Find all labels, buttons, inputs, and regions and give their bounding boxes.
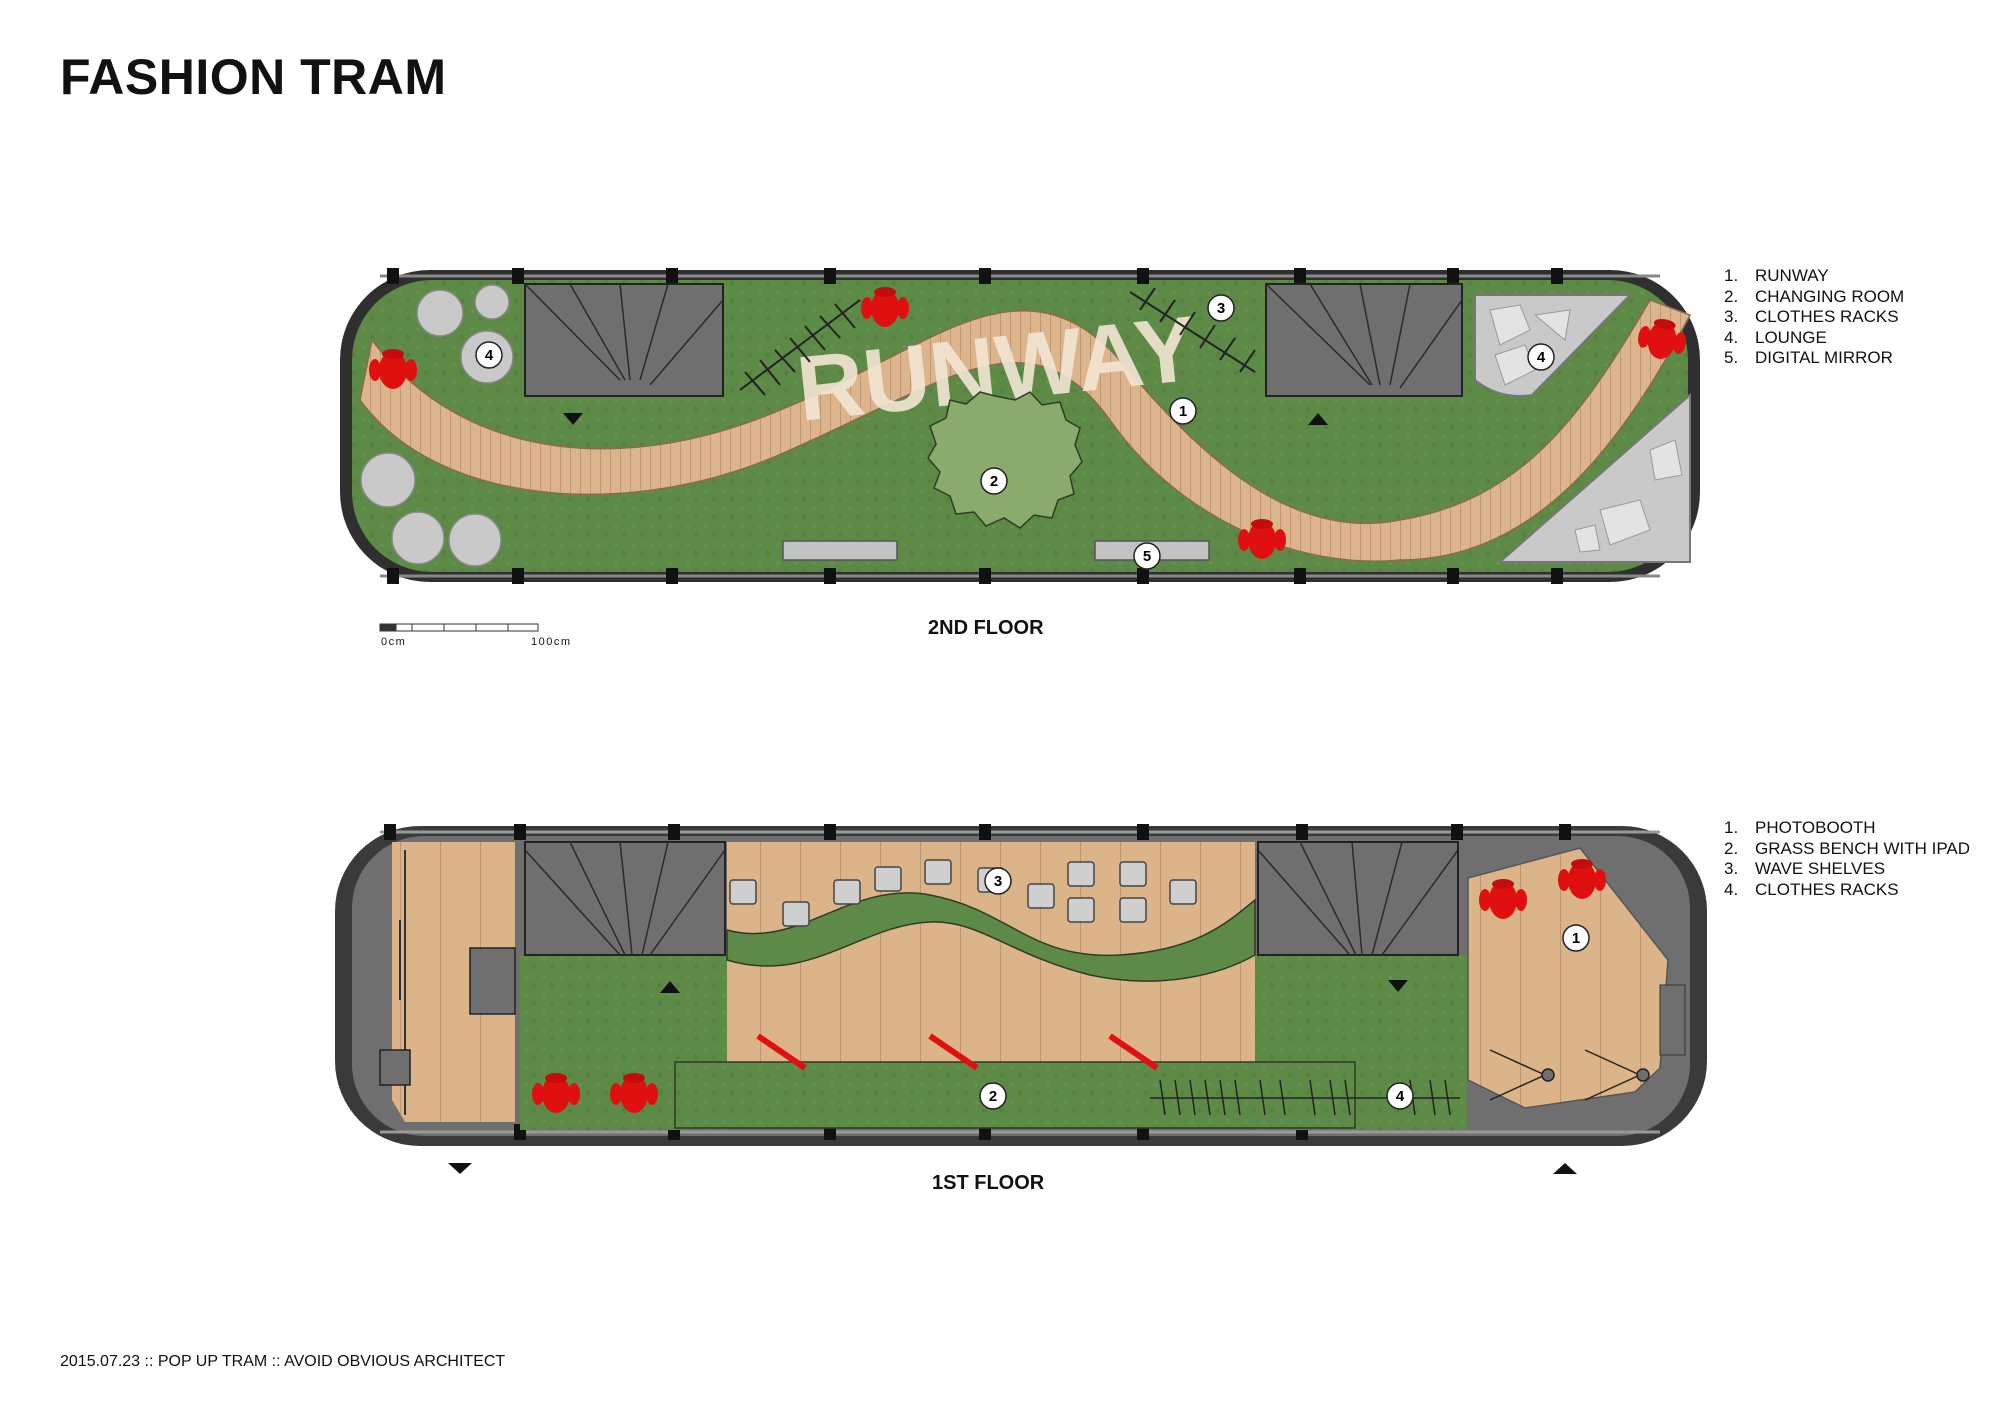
legend-item: 2.GRASS BENCH WITH IPAD bbox=[1724, 838, 1971, 858]
clothes-rack-right bbox=[1129, 287, 1256, 373]
svg-text:2: 2 bbox=[990, 473, 998, 490]
digital-mirror-left bbox=[782, 540, 898, 561]
svg-text:3: 3 bbox=[994, 873, 1002, 890]
marker-2f-3: 3 bbox=[1207, 294, 1235, 322]
marker-2f-1: 1 bbox=[1169, 397, 1197, 425]
scale-start-label: 0cm bbox=[381, 636, 407, 648]
svg-text:5: 5 bbox=[1143, 548, 1151, 565]
svg-text:4: 4 bbox=[485, 347, 494, 364]
svg-text:2: 2 bbox=[989, 1088, 997, 1105]
second-floor-plan: RUNWAY bbox=[340, 268, 1700, 584]
legend-item: 1.RUNWAY bbox=[1724, 266, 1829, 285]
legend-item: 2.CHANGING ROOM bbox=[1724, 286, 1905, 306]
staircase-right bbox=[1265, 283, 1463, 425]
entrance-arrow-left bbox=[448, 1163, 472, 1174]
legend-second-floor: 1.RUNWAY 2.CHANGING ROOM 3.CLOTHES RACKS… bbox=[1724, 266, 1904, 369]
grass-bench bbox=[674, 1061, 1356, 1129]
legend-item: 5.DIGITAL MIRROR bbox=[1724, 348, 1893, 367]
marker-2f-2: 2 bbox=[980, 467, 1008, 495]
marker-1f-4: 4 bbox=[1386, 1082, 1414, 1110]
legend-item: 1.PHOTOBOOTH bbox=[1724, 818, 1876, 837]
wave-shelves bbox=[726, 892, 1256, 982]
staircase-left-1f bbox=[524, 841, 726, 993]
marker-2f-5: 5 bbox=[1133, 542, 1161, 570]
svg-text:1: 1 bbox=[1572, 930, 1580, 947]
marker-1f-1: 1 bbox=[1562, 924, 1590, 952]
staircase-left bbox=[524, 283, 724, 425]
legend-item: 4.CLOTHES RACKS bbox=[1724, 879, 1899, 899]
svg-text:1: 1 bbox=[1179, 403, 1187, 420]
page-title: FASHION TRAM bbox=[60, 49, 447, 105]
legend-first-floor: 1.PHOTOBOOTH 2.GRASS BENCH WITH IPAD 3.W… bbox=[1724, 818, 1970, 900]
scale-bar bbox=[379, 623, 539, 632]
entrance-arrow-right bbox=[1553, 1163, 1577, 1174]
photo-stools bbox=[729, 859, 1197, 927]
marker-1f-2: 2 bbox=[979, 1082, 1007, 1110]
changing-room bbox=[927, 391, 1083, 529]
first-floor-plan: 1 2 3 4 bbox=[335, 824, 1707, 1174]
svg-text:3: 3 bbox=[1217, 300, 1225, 317]
floor-label-second: 2ND FLOOR bbox=[928, 617, 1044, 639]
marker-2f-4-right: 4 bbox=[1527, 343, 1555, 371]
svg-text:4: 4 bbox=[1396, 1088, 1405, 1105]
clothes-rack-left bbox=[739, 299, 861, 396]
legend-item: 3.CLOTHES RACKS bbox=[1724, 307, 1899, 326]
svg-text:4: 4 bbox=[1537, 349, 1546, 366]
footer-credit: 2015.07.23 :: POP UP TRAM :: AVOID OBVIO… bbox=[60, 1353, 506, 1370]
marker-1f-3: 3 bbox=[984, 867, 1012, 895]
legend-item: 4.LOUNGE bbox=[1724, 327, 1827, 347]
floor-label-first: 1ST FLOOR bbox=[932, 1172, 1045, 1194]
runway-path bbox=[359, 299, 1692, 562]
red-ipads bbox=[756, 1033, 1159, 1071]
marker-2f-4-left: 4 bbox=[475, 341, 503, 369]
photobooth-cameras bbox=[1489, 1049, 1650, 1101]
driver-cabin-left bbox=[392, 842, 515, 1122]
scale-end-label: 100cm bbox=[531, 636, 572, 648]
staircase-right-1f bbox=[1257, 841, 1459, 992]
legend-item: 3.WAVE SHELVES bbox=[1724, 859, 1886, 878]
lounge-sofas-right bbox=[1474, 294, 1691, 563]
